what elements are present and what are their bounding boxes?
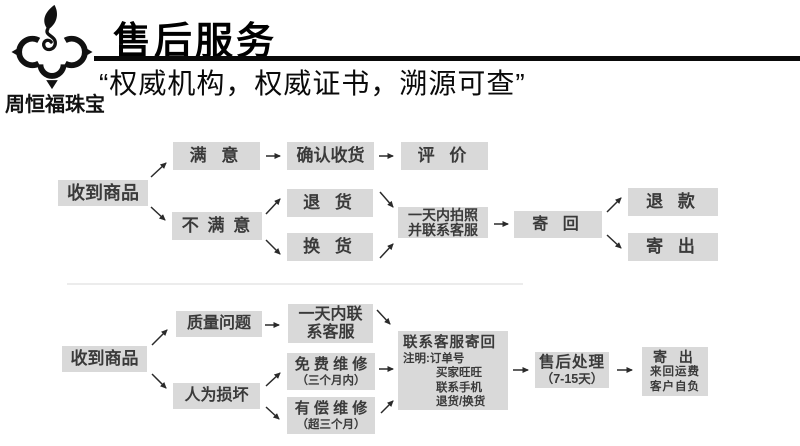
arrow-sendback-to-sendout-icon <box>606 234 622 249</box>
arrow-exchange-to-photo-icon <box>379 243 394 259</box>
flow2-box-free-repair: 免 费 维 修 （三个月内） <box>287 353 375 390</box>
flow1-box-send-back: 寄 回 <box>514 211 602 238</box>
page-subtitle: “权威机构，权威证书，溯源可查” <box>99 68 526 99</box>
flow2-box-after-sales-processing: 售后处理 （7-15天） <box>535 352 609 388</box>
flow1-box-return-goods: 退 货 <box>287 189 373 217</box>
flow1-box-unsatisfied: 不 满 意 <box>172 212 262 240</box>
arrow-unsatisfied-to-exchange-icon <box>265 239 281 255</box>
arrow-unsatisfied-to-return-icon <box>265 198 281 215</box>
arrow-receive-to-unsatisfied-icon <box>150 206 166 221</box>
flow2-box-ship-out-freight: 寄 出 来回运费 客户自负 <box>642 347 708 396</box>
flow1-box-photo-contact-service: 一天内拍照 并联系客服 <box>398 207 488 238</box>
flow1-box-review: 评 价 <box>401 142 488 170</box>
flow2-box-contact-service-sendback: 联系客服寄回 注明:订单号 买家旺旺 联系手机 退货/换货 <box>398 331 508 410</box>
arrow-receive2-to-quality-icon <box>151 329 168 346</box>
arrow-contact-to-bigbox-icon <box>376 309 391 325</box>
arrow-return-to-photo-icon <box>379 191 394 208</box>
flow2-box-receive-goods: 收到商品 <box>62 346 147 372</box>
flow1-box-confirm-receipt: 确认收货 <box>287 142 374 170</box>
title-underline <box>94 56 800 61</box>
arrow-damage-to-paidrepair-icon <box>265 406 280 420</box>
brand-logo <box>6 4 106 114</box>
music-note-compass-icon <box>11 4 93 90</box>
flow1-box-refund: 退 款 <box>628 188 718 216</box>
section-divider <box>67 283 523 285</box>
flow1-box-satisfied: 满 意 <box>173 142 260 170</box>
arrow-receive2-to-damage-icon <box>151 373 167 389</box>
flow2-box-paid-repair: 有 偿 维 修 （超三个月） <box>287 397 375 434</box>
arrow-damage-to-freerepair-icon <box>265 372 281 387</box>
flow2-box-contact-service-one-day: 一天内联 系客服 <box>288 304 373 343</box>
flow1-box-receive-goods: 收到商品 <box>58 180 148 206</box>
arrow-sendback-to-refund-icon <box>606 197 622 213</box>
arrow-receive-to-satisfied-icon <box>150 162 167 178</box>
flow1-box-send-out: 寄 出 <box>628 233 718 261</box>
arrow-paidrepair-to-bigbox-icon <box>380 400 394 414</box>
flow2-box-man-made-damage: 人为损坏 <box>173 383 260 409</box>
brand-name: 周恒福珠宝 <box>5 94 105 116</box>
flow1-box-exchange-goods: 换 货 <box>287 233 373 261</box>
flow2-box-quality-issue: 质量问题 <box>176 311 262 337</box>
